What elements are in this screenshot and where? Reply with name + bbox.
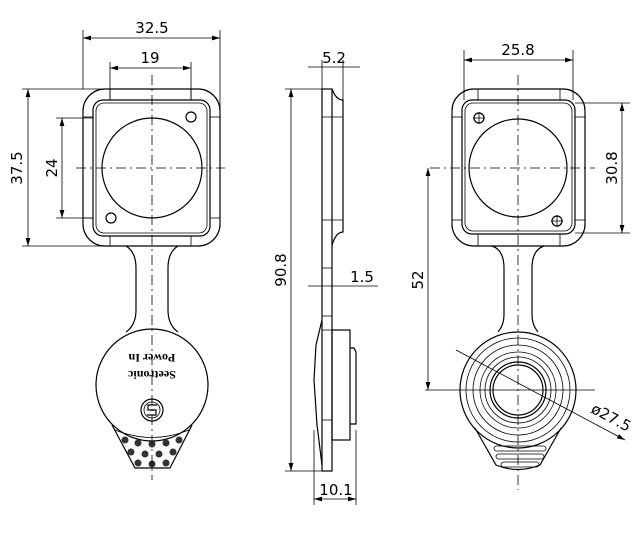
dim-height: 37.5 — [8, 151, 26, 184]
dim-flange: 5.2 — [322, 49, 346, 67]
dim-diameter: ø27.5 — [588, 400, 634, 436]
dim-back-height: 30.8 — [603, 151, 621, 184]
dim-hole-spacing-x: 19 — [140, 49, 159, 67]
cap-tab — [111, 424, 193, 469]
dim-strap-thickness: 1.5 — [350, 268, 374, 286]
back-outer-frame — [451, 88, 586, 247]
front-view: Seetronic Power In 32.5 19 37.5 24 — [8, 19, 225, 480]
dim-cap-depth: 10.1 — [319, 481, 352, 499]
mounting-hole — [551, 215, 563, 227]
grip-dots — [121, 436, 183, 468]
mounting-hole — [185, 111, 197, 123]
side-plate — [321, 88, 333, 472]
front-outer-frame — [82, 88, 221, 247]
dim-back-width: 25.8 — [501, 41, 534, 59]
dim-center-distance: 52 — [409, 270, 427, 289]
back-view: 25.8 30.8 52 ø27.5 — [409, 41, 634, 490]
side-view: 5.2 90.8 1.5 10.1 — [272, 49, 378, 505]
dim-width: 32.5 — [135, 19, 168, 37]
mounting-hole — [105, 212, 117, 224]
strap — [125, 245, 137, 333]
dim-hole-spacing-y: 24 — [43, 158, 61, 177]
side-cap-body — [331, 329, 351, 441]
mounting-hole — [473, 112, 485, 124]
back-strap — [491, 245, 505, 333]
dim-total-length: 90.8 — [272, 253, 290, 286]
